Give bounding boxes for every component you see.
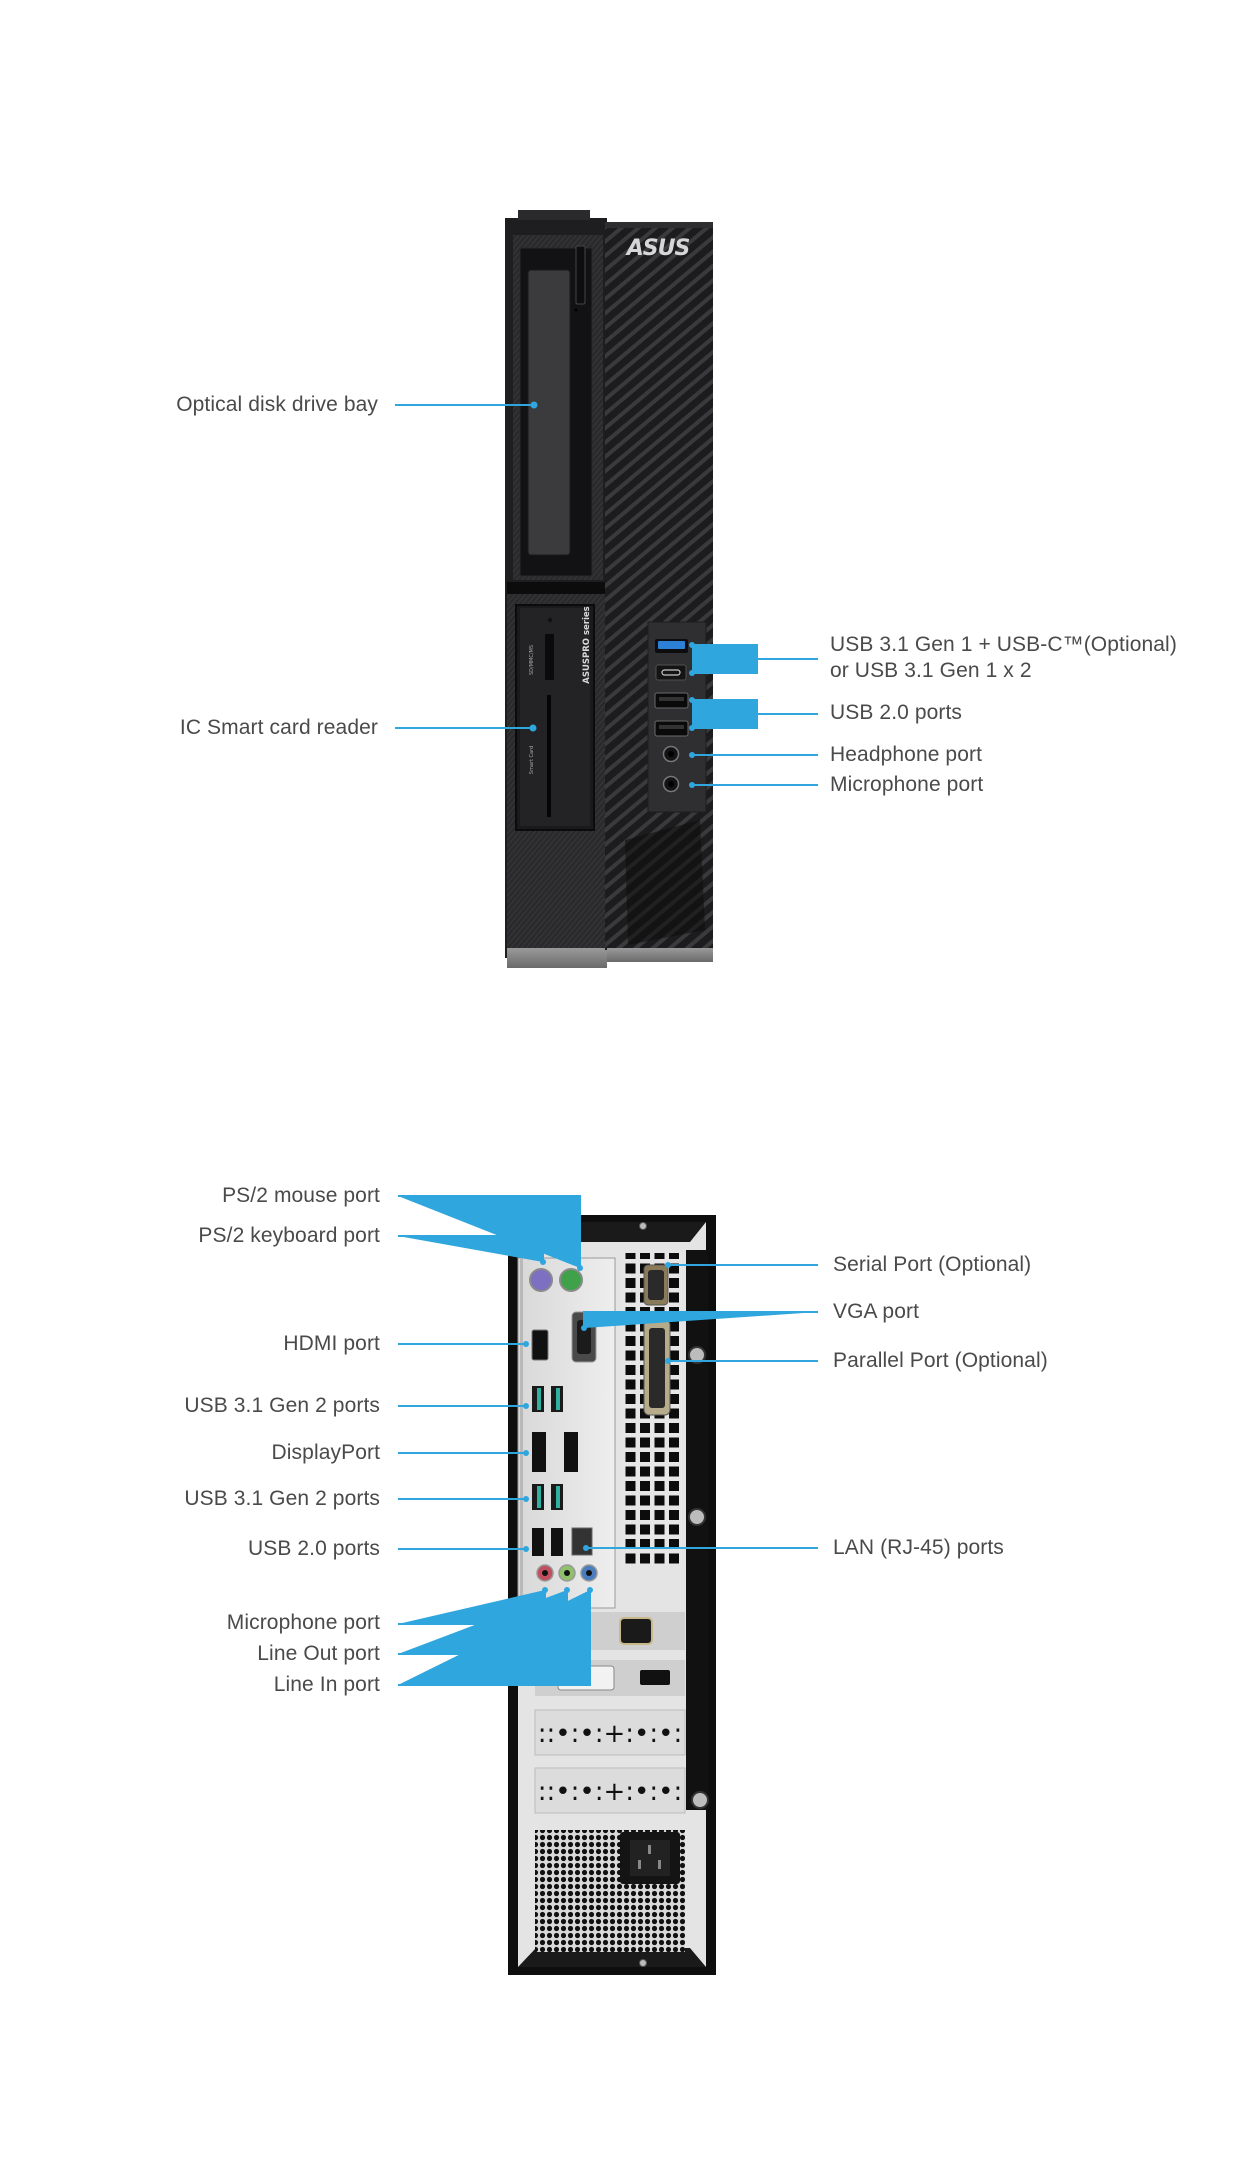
label-rear-usb20: USB 2.0 ports <box>247 1537 380 1560</box>
gpu-vga-connector <box>619 1617 653 1645</box>
front-left-bezel: SD/MMC/MS Smart Card ASUSPRO series <box>505 210 607 968</box>
callout-line-vga <box>583 1311 818 1328</box>
slot-cover-pattern: ::•:•:+:•:•: <box>538 1719 682 1749</box>
callout-line-ps2-keyboard <box>398 1235 544 1262</box>
sd-card-slot <box>545 634 554 680</box>
sd-label: SD/MMC/MS <box>529 645 535 675</box>
front-right-grille: ASUS <box>605 222 713 962</box>
chassis-screw <box>688 1346 706 1364</box>
ps2-mouse-connector <box>559 1268 583 1292</box>
label-ps2-keyboard: PS/2 keyboard port <box>198 1224 380 1247</box>
callout-line-linein <box>398 1590 591 1686</box>
gpu-hdmi-connector <box>640 1670 670 1685</box>
asuspro-series-text: ASUSPRO series <box>582 606 592 683</box>
label-line-in: Line In port <box>273 1673 380 1696</box>
ps2-keyboard-connector <box>529 1268 553 1292</box>
callout-line-usb20 <box>692 699 758 729</box>
label-displayport: DisplayPort <box>271 1441 380 1464</box>
label-line-out: Line Out port <box>257 1642 380 1665</box>
label-front-usb20: USB 2.0 ports <box>830 701 963 724</box>
displayport-connector <box>532 1432 546 1472</box>
label-serial-port: Serial Port (Optional) <box>833 1253 1032 1276</box>
asus-logo: ASUS <box>625 236 690 261</box>
callout-line-usb31 <box>692 644 758 674</box>
usb20-connector <box>532 1528 544 1556</box>
label-usb31-gen2-b: USB 3.1 Gen 2 ports <box>184 1487 380 1510</box>
label-vga-port: VGA port <box>833 1300 920 1323</box>
label-headphone-port: Headphone port <box>830 743 983 766</box>
front-view-chassis: SD/MMC/MS Smart Card ASUSPRO series ASUS <box>505 210 713 968</box>
svg-text:::•:•:+:•:•:: ::•:•:+:•:•: <box>538 1777 682 1807</box>
smart-card-slot <box>547 695 551 817</box>
label-parallel-port: Parallel Port (Optional) <box>833 1349 1048 1372</box>
label-usb31-gen2-a: USB 3.1 Gen 2 ports <box>184 1394 380 1417</box>
label-usb31-line1: USB 3.1 Gen 1 + USB-C™(Optional) <box>830 633 1177 656</box>
label-optical-drive-bay: Optical disk drive bay <box>176 393 378 416</box>
usb-c-port <box>655 664 687 681</box>
label-usb31-line2: or USB 3.1 Gen 1 x 2 <box>830 659 1032 682</box>
label-usb31-gen1: USB 3.1 Gen 1 + USB-C™(Optional) or USB … <box>830 632 1177 684</box>
label-hdmi: HDMI port <box>283 1332 380 1355</box>
label-front-microphone-port: Microphone port <box>830 773 984 796</box>
label-lan-port: LAN (RJ-45) ports <box>833 1536 1004 1559</box>
label-ps2-mouse: PS/2 mouse port <box>222 1184 380 1207</box>
callout-line-ps2-mouse <box>398 1195 581 1268</box>
smart-label: Smart Card <box>529 746 535 774</box>
label-ic-smart-card-reader: IC Smart card reader <box>179 716 378 739</box>
hdmi-connector <box>531 1329 549 1361</box>
label-rear-microphone: Microphone port <box>226 1611 380 1634</box>
